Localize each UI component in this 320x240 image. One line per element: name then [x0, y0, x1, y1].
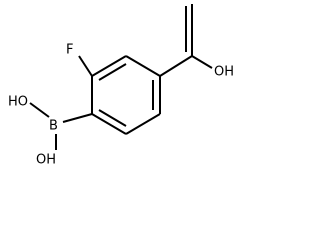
boron-hydroxyl-left-label: HO	[8, 95, 28, 110]
double-bond-inner-c5-c6	[98, 109, 127, 127]
bond-ring-boron	[62, 113, 93, 123]
boron-hydroxyl-bottom-label: OH	[36, 153, 56, 168]
bond-ring-carboxyl-carbon	[159, 55, 193, 77]
double-bond-inner-c1-c2	[98, 63, 127, 81]
bond-ring-c2-c3	[125, 55, 161, 77]
carboxyl-oh-label: OH	[214, 65, 234, 80]
bond-ring-c5-c6	[91, 113, 127, 135]
bond-c-f	[78, 55, 93, 77]
chemical-structure-diagram: F OH B HO OH	[8, 4, 234, 168]
bond-carboxyl-oh	[191, 55, 213, 69]
boron-label: B	[49, 119, 58, 134]
bond-boron-oh-left	[29, 102, 50, 118]
bond-ring-c1-c2	[91, 55, 127, 77]
bond-ring-c4-c5	[125, 113, 161, 135]
fluorine-label: F	[66, 43, 73, 58]
